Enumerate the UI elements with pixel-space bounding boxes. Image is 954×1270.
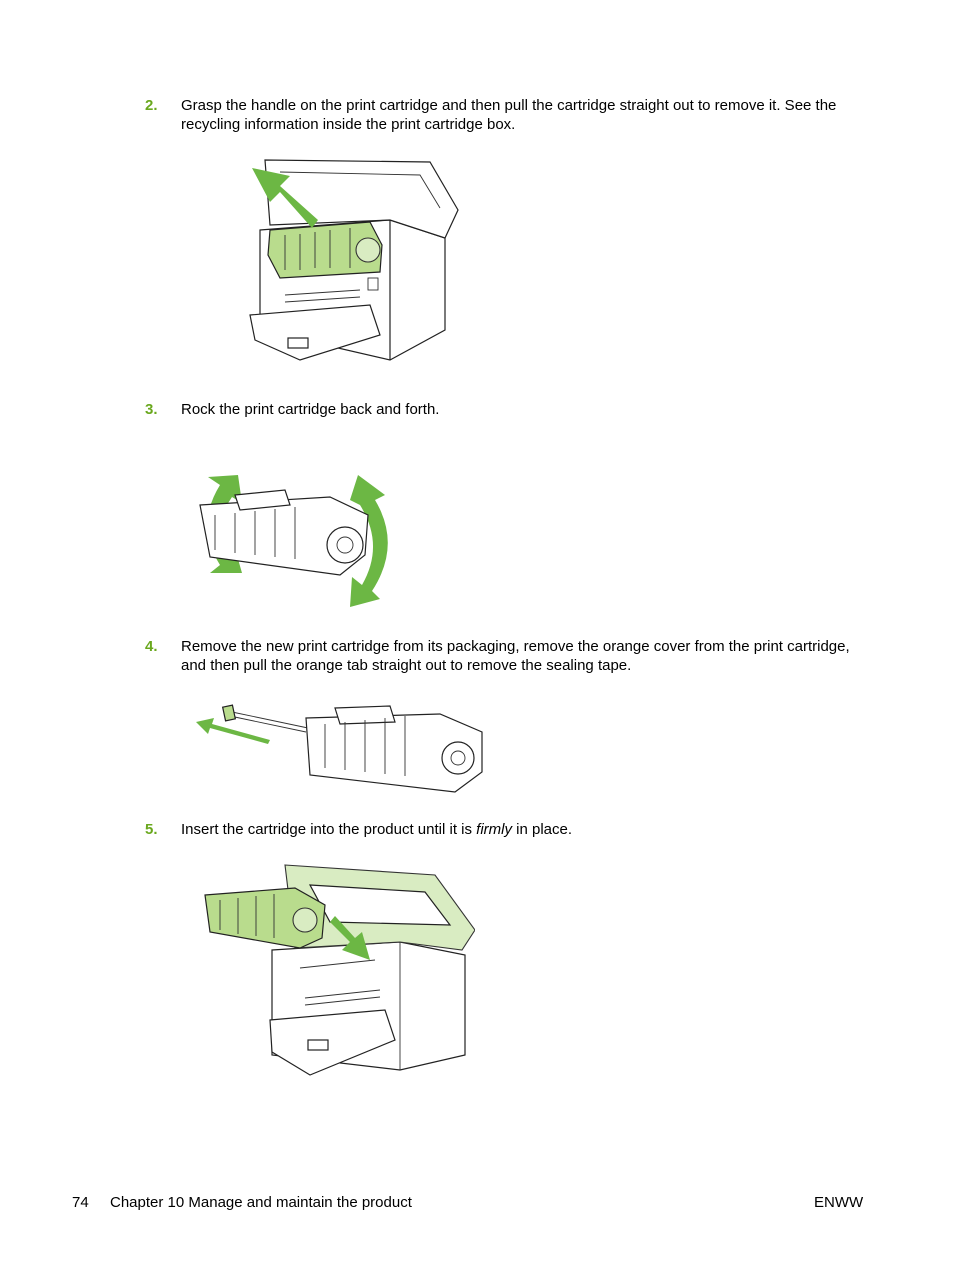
page-number: 74 xyxy=(72,1194,89,1211)
emphasis: firmly xyxy=(476,821,512,838)
step-text: Grasp the handle on the print cartridge … xyxy=(181,97,837,133)
step-number: 3. xyxy=(145,401,158,418)
remove-cartridge-illustration xyxy=(249,159,459,361)
remove-sealing-tape-illustration xyxy=(196,704,483,793)
insert-cartridge-illustration xyxy=(204,864,475,1076)
step-number: 2. xyxy=(145,97,158,114)
rock-cartridge-illustration xyxy=(199,475,388,607)
step-number: 4. xyxy=(145,638,158,655)
step-text: Rock the print cartridge back and forth. xyxy=(181,401,440,418)
step-text: Insert the cartridge into the product un… xyxy=(181,821,573,838)
step-text: Remove the new print cartridge from its … xyxy=(181,638,850,674)
step-number: 5. xyxy=(145,821,158,838)
footer-right-label: ENWW xyxy=(814,1194,864,1211)
chapter-title: Chapter 10 Manage and maintain the produ… xyxy=(110,1194,412,1211)
